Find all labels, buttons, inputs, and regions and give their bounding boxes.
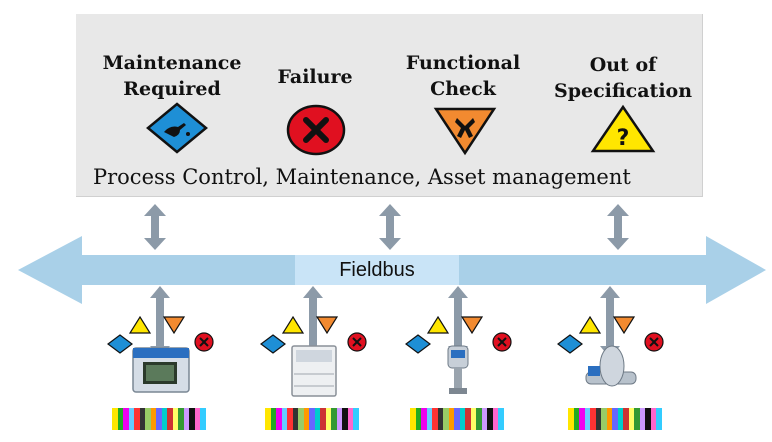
- panel-caption: Process Control, Maintenance, Asset mana…: [93, 165, 631, 189]
- analyzer-cabinet-device: [291, 345, 337, 397]
- transmitter-housing-device: [132, 347, 190, 393]
- functional-check-icon: [433, 107, 497, 156]
- failure-icon: [286, 104, 346, 156]
- maintenance-required-icon: [146, 102, 208, 154]
- device-color-tag: [410, 408, 504, 430]
- status-label-functional-check: Functional Check: [405, 52, 521, 100]
- flowmeter-device: [585, 345, 637, 387]
- device-connector: [150, 286, 620, 358]
- device-color-tag: [568, 408, 662, 430]
- pressure-transmitter-device: [447, 345, 469, 394]
- panel-connector: [144, 204, 629, 250]
- device-color-tag: [112, 408, 206, 430]
- status-label-maintenance-required: Maintenance Required: [102, 52, 242, 100]
- device-color-tag: [265, 408, 359, 430]
- out-of-specification-icon: ?: [590, 104, 656, 153]
- status-label-out-of-specification: Out of Specification: [553, 54, 693, 102]
- fieldbus-label: Fieldbus: [295, 255, 459, 285]
- status-label-failure: Failure: [277, 66, 353, 88]
- svg-text:?: ?: [617, 126, 630, 151]
